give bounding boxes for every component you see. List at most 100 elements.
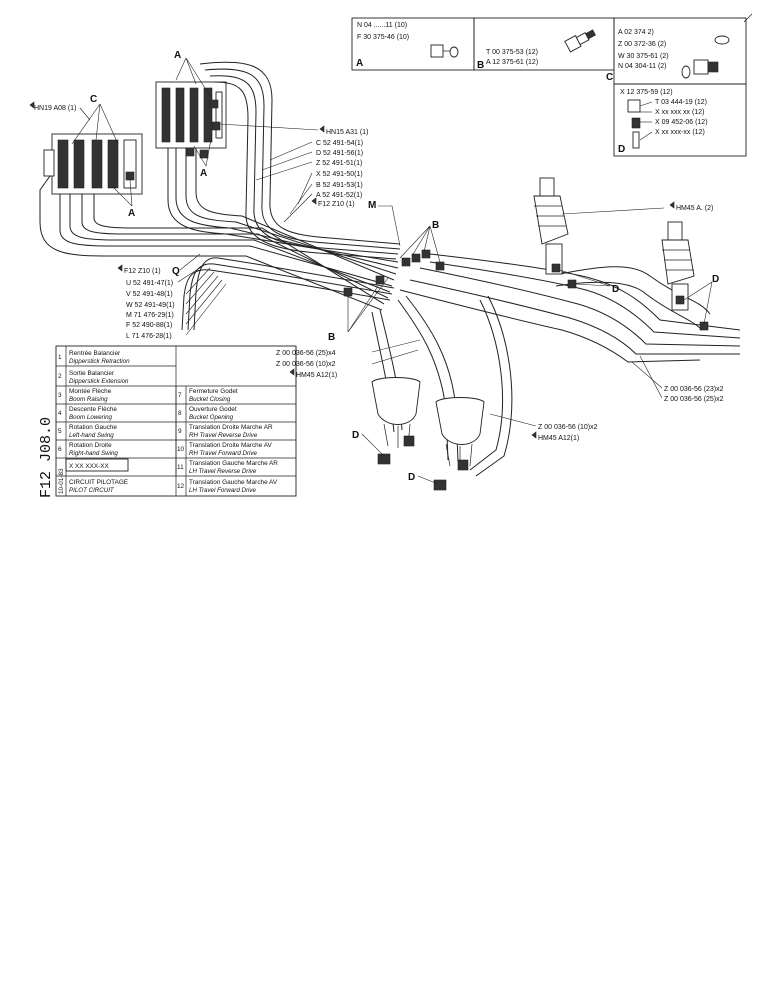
adapter-fitting-icon (564, 29, 596, 53)
legend-en-3: Boom Raising (69, 396, 108, 403)
legend-fr-10: Translation Droite Marche AV (189, 442, 272, 449)
part-right-3: Z 52 491-51(1) (316, 160, 362, 167)
legend-fr-6: Rotation Droite (69, 442, 112, 449)
hose-z25x4: Z 00 036-56 (25)x4 (276, 350, 336, 357)
detail-d-letter: D (618, 144, 625, 155)
detail-c-line-1: A 02 374 2) (618, 29, 654, 36)
detail-d-line-3: X xx xxx xx (12) (655, 109, 704, 116)
legend-en-12: LH Travel Forward Drive (189, 487, 256, 494)
pilot-cylinder-left (533, 177, 569, 275)
legend-fr-7: Fermeture Godet (189, 388, 238, 395)
detail-c-line-2: Z 00 372-36 (2) (618, 41, 666, 48)
detail-d-line-2: T 03 444-19 (12) (655, 99, 707, 106)
legend-fr-11: Translation Gauche Marche AR (189, 460, 278, 467)
part-left-2: V 52 491-48(1) (126, 291, 173, 298)
legend-en-10: RH Travel Forward Drive (189, 450, 258, 457)
pipe-bundle-main (39, 61, 401, 331)
page-code: F12 J08.0 (38, 417, 55, 498)
part-right-2: D 52 491-56(1) (316, 150, 363, 157)
legend-en-9: RH Travel Reverse Drive (189, 432, 258, 439)
part-right-1: C 52 491-54(1) (316, 140, 363, 147)
pipe-bundle-right (371, 253, 741, 477)
letter-c: C (90, 94, 97, 105)
letter-a-lower: A (128, 208, 135, 219)
hose-z10x2-bottom: Z 00 036-56 (10)x2 (538, 424, 598, 431)
part-right-5: B 52 491-53(1) (316, 182, 363, 189)
control-valve-block-top (155, 81, 227, 149)
letter-d-far-right: D (712, 274, 719, 285)
legend-date: 10-01-83 (58, 468, 65, 494)
letter-d-right: D (612, 284, 619, 295)
callout-hn19: HN19 A08 (1) (34, 105, 76, 112)
detail-c-line-4: N 04 304-11 (2) (618, 63, 667, 70)
legend-code-box (65, 458, 129, 472)
detail-d-line-4: X 09 452-06 (12) (655, 119, 708, 126)
legend-num-9: 9 (178, 428, 182, 435)
legend-fr-2: Sortie Balancier (69, 370, 115, 377)
part-left-1: U 52 491-47(1) (126, 280, 173, 287)
part-list-right: C 52 491-54(1) D 52 491-56(1) Z 52 491-5… (316, 140, 363, 199)
letter-b-lower: B (328, 332, 335, 343)
callout-hm45-a12-bottom: HM45 A12(1) (538, 435, 579, 442)
bolt-icon (632, 131, 640, 149)
nut-icon (631, 117, 641, 129)
letter-d-left-motor: D (352, 430, 359, 441)
diagram-letters: A A A C B B D D D D (90, 50, 719, 483)
legend-fr-8: Ouverture Godet (189, 406, 237, 413)
o-ring-icon (449, 46, 459, 58)
legend-circuit-en: PILOT CIRCUIT (69, 487, 115, 494)
legend-circuit-fr: CIRCUIT PILOTAGE (69, 479, 128, 486)
legend-num-3: 3 (58, 392, 62, 399)
legend-en-11: LH Travel Reverse Drive (189, 468, 257, 475)
detail-box-c: A 02 374 2) Z 00 372-36 (2) W 30 375-61 … (606, 17, 747, 85)
detail-box-b: T 00 375-53 (12) A 12 375-61 (12) B (473, 17, 615, 71)
callout-letter-q: Q (172, 266, 180, 277)
control-valve-block-left (43, 133, 143, 195)
tee-fitting-icon (627, 99, 641, 113)
part-list-hoses: Z 00 036-56 (25)x4 Z 00 036-56 (10)x2 Z … (276, 350, 724, 431)
cap-icon (714, 35, 730, 45)
part-left-4: M 71 476-29(1) (126, 312, 174, 319)
elbow-fitting-icon (693, 59, 709, 75)
detail-a-letter: A (356, 58, 363, 69)
legend-num-7: 7 (178, 392, 182, 399)
detail-d-line-5: X xx xxx-xx (12) (655, 129, 705, 136)
detail-b-line-1: T 00 375-53 (12) (486, 49, 538, 56)
legend-en-5: Left-hand Swing (69, 432, 114, 439)
legend-fr-3: Montée Flèche (69, 388, 112, 395)
legend-code: X XX XXX-XX (69, 463, 110, 470)
legend-num-1: 1 (58, 354, 62, 361)
legend-num-5: 5 (58, 428, 62, 435)
letter-d-right-motor: D (408, 472, 415, 483)
legend-en-1: Dipperstick Retraction (69, 358, 130, 365)
callout-hm45-a12-top: HM45 A12(1) (296, 372, 337, 379)
legend-fr-4: Descente Flèche (69, 406, 117, 413)
legend-table: 1 Rentrée Balancier Dipperstick Retracti… (55, 345, 297, 497)
pilot-cylinder-right (661, 221, 695, 311)
detail-b-letter: B (477, 60, 484, 71)
part-left-5: F 52 490-88(1) (126, 322, 172, 329)
part-list-left: U 52 491-47(1) V 52 491-48(1) W 52 491-4… (126, 280, 175, 340)
legend-num-8: 8 (178, 410, 182, 417)
detail-b-line-2: A 12 375-61 (12) (486, 59, 538, 66)
hose-z23x2: Z 00 036-56 (23)x2 (664, 386, 724, 393)
legend-fr-5: Rotation Gauche (69, 424, 117, 431)
legend-en-4: Boom Lowering (69, 414, 113, 421)
fitting-icon (430, 44, 444, 58)
callout-f12-q: F12 Z10 (1) (124, 268, 161, 275)
callout-hn15: HN15 A31 (1) (326, 129, 368, 136)
detail-d-line-1: X 12 375-59 (12) (620, 89, 673, 96)
detail-box-d: X 12 375-59 (12) T 03 444-19 (12) X xx x… (613, 83, 747, 157)
detail-c-line-3: W 30 375-61 (2) (618, 53, 669, 60)
detail-c-letter: C (606, 72, 613, 83)
legend-en-8: Bucket Opening (189, 414, 234, 421)
corner-mark (743, 13, 753, 23)
legend-en-6: Right-hand Swing (69, 450, 118, 457)
legend-fr-9: Translation Droite Marche AR (189, 424, 273, 431)
detail-box-a: N 04 ......11 (10) F 30 375-46 (10) A (351, 17, 475, 71)
letter-a-top: A (174, 50, 181, 61)
travel-motor-right (433, 397, 485, 491)
legend-num-12: 12 (177, 483, 185, 490)
legend-num-4: 4 (58, 410, 62, 417)
legend-en-7: Bucket Closing (189, 396, 231, 403)
